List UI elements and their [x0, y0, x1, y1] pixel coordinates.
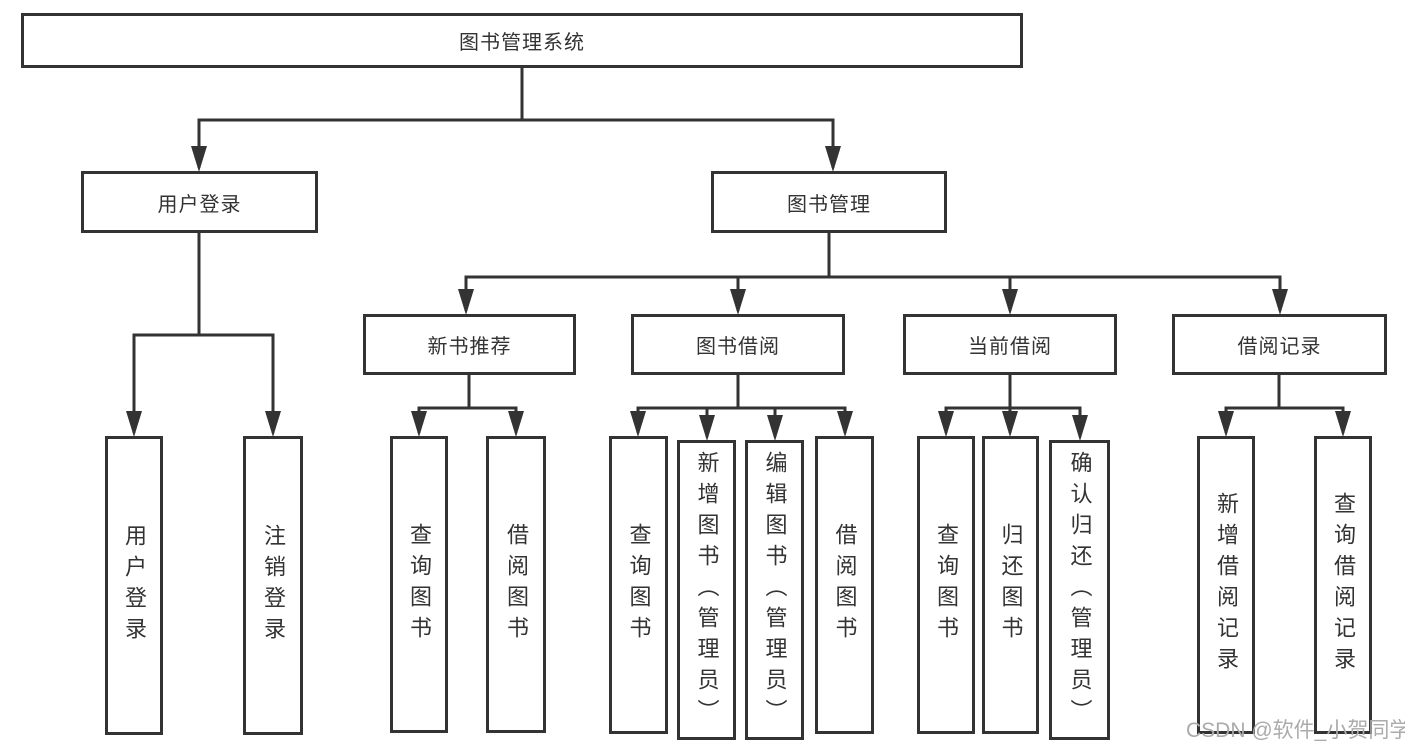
arrowhead-icon — [1002, 411, 1018, 437]
arrowhead-icon — [1002, 289, 1018, 315]
node-borrow-books: 借阅图书 — [815, 436, 874, 734]
node-edit-books-admin: 编辑图书（管理员） — [745, 440, 804, 740]
node-label: 编辑图书（管理员） — [762, 450, 788, 730]
node-query-books-current: 查询图书 — [917, 436, 975, 734]
node-book-management: 图书管理 — [711, 171, 947, 233]
csdn-watermark: CSDN @软件_小贺同学 — [1186, 719, 1405, 742]
node-current-borrowing: 当前借阅 — [903, 314, 1117, 375]
connector-book-borrowing-to-children — [630, 375, 853, 441]
arrowhead-icon — [265, 411, 281, 437]
arrowhead-icon — [411, 411, 427, 437]
connector-book-management-to-level3 — [458, 233, 1288, 315]
node-book-borrowing: 图书借阅 — [631, 314, 845, 375]
node-query-books-recommend: 查询图书 — [390, 436, 448, 733]
node-label: 借阅图书 — [832, 523, 858, 647]
arrowhead-icon — [630, 411, 646, 437]
connector-borrowing-records-to-children — [1218, 375, 1351, 437]
arrowhead-icon — [508, 411, 524, 437]
node-query-borrow-record: 查询借阅记录 — [1314, 436, 1372, 734]
node-label: 确认归还（管理员） — [1067, 450, 1093, 730]
node-label: 借阅图书 — [504, 522, 529, 647]
node-label: 注销登录 — [261, 523, 286, 648]
connector-current-borrowing-to-children — [938, 375, 1088, 441]
arrowhead-icon — [1218, 411, 1234, 437]
node-label: 查询图书 — [934, 523, 959, 647]
node-new-book-recommendation: 新书推荐 — [363, 314, 576, 375]
node-label: 查询图书 — [407, 522, 432, 647]
node-label: 用户登录 — [122, 523, 147, 648]
node-return-books: 归还图书 — [982, 436, 1039, 734]
node-query-books-borrowing: 查询图书 — [609, 436, 668, 734]
arrowhead-icon — [938, 411, 954, 437]
arrowhead-icon — [1072, 415, 1088, 441]
arrowhead-icon — [767, 415, 783, 441]
node-borrowing-records: 借阅记录 — [1172, 314, 1387, 375]
connector-new-book-recommendation-to-children — [411, 375, 524, 437]
node-confirm-return-admin: 确认归还（管理员） — [1049, 440, 1110, 740]
connector-user-login-to-children — [126, 233, 281, 437]
arrowhead-icon — [126, 411, 142, 437]
arrowhead-icon — [1272, 289, 1288, 315]
node-user-login-action: 用户登录 — [105, 436, 163, 735]
arrowhead-icon — [730, 289, 746, 315]
node-label: 查询借阅记录 — [1331, 492, 1356, 678]
arrowhead-icon — [699, 415, 715, 441]
arrowhead-icon — [191, 146, 207, 172]
node-label: 新增借阅记录 — [1214, 492, 1239, 678]
arrowhead-icon — [1335, 411, 1351, 437]
arrowhead-icon — [837, 411, 853, 437]
node-label: 归还图书 — [998, 523, 1024, 647]
node-label: 新增图书（管理员） — [694, 450, 720, 730]
node-add-borrow-record: 新增借阅记录 — [1197, 436, 1255, 734]
arrowhead-icon — [825, 146, 841, 172]
node-user-login: 用户登录 — [81, 171, 318, 233]
node-logout: 注销登录 — [243, 436, 303, 735]
node-borrow-books-recommend: 借阅图书 — [486, 436, 546, 733]
node-label: 查询图书 — [626, 523, 652, 647]
node-add-books-admin: 新增图书（管理员） — [677, 440, 736, 740]
connector-root-to-level2 — [191, 68, 841, 172]
node-library-system: 图书管理系统 — [21, 13, 1023, 68]
arrowhead-icon — [458, 289, 474, 315]
